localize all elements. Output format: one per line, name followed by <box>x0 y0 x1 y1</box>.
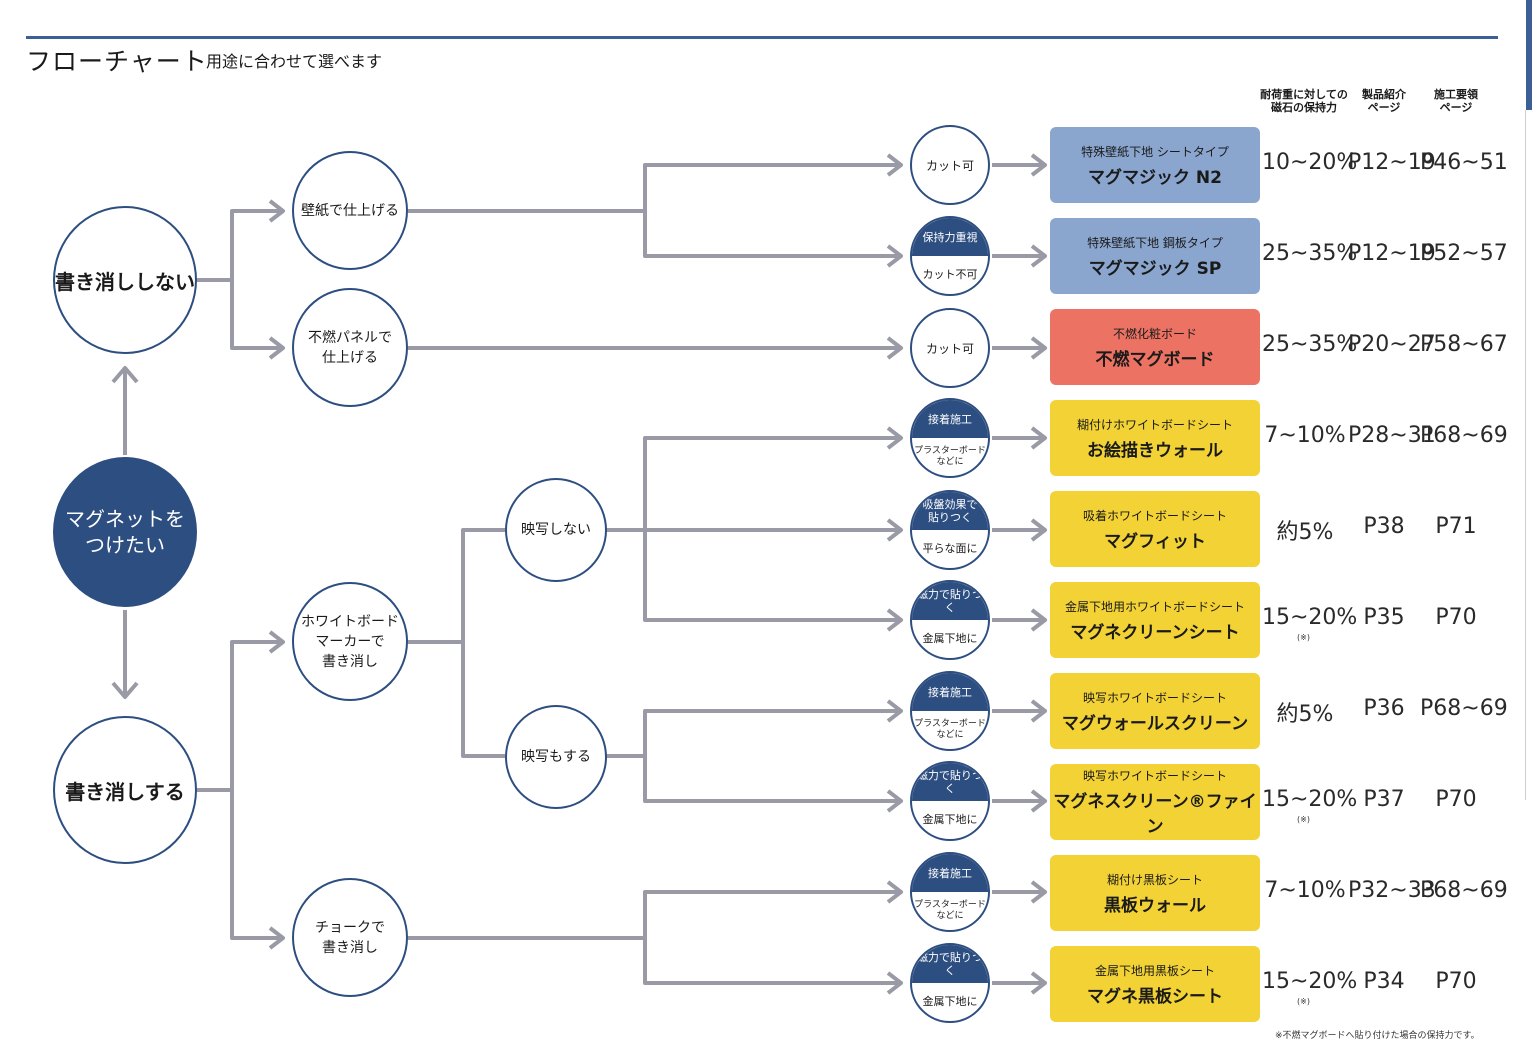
product-box: 吸着ホワイトボードシートマグフィット <box>1050 491 1260 567</box>
holding-value: 7~10% <box>1264 878 1346 903</box>
product-box: 映写ホワイトボードシートマグネスクリーン®ファイン <box>1050 764 1260 840</box>
holding-value: 15~20% <box>1262 787 1358 812</box>
product-box: 映写ホワイトボードシートマグウォールスクリーン <box>1050 673 1260 749</box>
product-page-value: P20~27 <box>1348 332 1436 357</box>
holding-value: 15~20% <box>1262 969 1358 994</box>
condition-adhesive: 接着施工プラスターボード などに <box>910 398 990 478</box>
node-no-projection: 映写しない <box>505 478 607 582</box>
condition-adhesive: 接着施工プラスターボード などに <box>910 671 990 751</box>
product-page-value: P32~33 <box>1348 878 1436 903</box>
holding-note: (※) <box>1297 815 1310 824</box>
product-page-value: P34 <box>1363 969 1405 994</box>
header-rule <box>26 36 1498 39</box>
product-box: 不燃化粧ボード不燃マグボード <box>1050 309 1260 385</box>
node-panel: 不燃パネルで 仕上げる <box>292 288 408 407</box>
holding-value: 約5% <box>1276 702 1334 727</box>
condition-magnetic: 磁力で貼りつく金属下地に <box>910 943 990 1023</box>
condition-suction: 吸盤効果で 貼りつく平らな面に <box>910 490 990 570</box>
condition-hold-no-cut: 保持力重視カット不可 <box>910 216 990 296</box>
condition-magnetic: 磁力で貼りつく金属下地に <box>910 761 990 841</box>
product-page-value: P37 <box>1363 787 1405 812</box>
holding-note: (※) <box>1297 633 1310 642</box>
holding-value: 15~20% <box>1262 605 1358 630</box>
product-box: 金属下地用ホワイトボードシートマグネクリーンシート <box>1050 582 1260 658</box>
page-title: フローチャート <box>26 47 208 76</box>
install-page-value: P71 <box>1435 514 1477 539</box>
install-page-value: P68~69 <box>1420 423 1508 448</box>
condition-adhesive: 接着施工プラスターボード などに <box>910 852 990 932</box>
holding-note: (※) <box>1297 997 1310 1006</box>
product-page-value: P12~19 <box>1348 241 1436 266</box>
product-box: 特殊壁紙下地 シートタイプマグマジック N2 <box>1050 127 1260 203</box>
holding-value: 約5% <box>1276 520 1334 545</box>
node-no-erase: 書き消ししない <box>53 206 197 354</box>
install-page-value: P70 <box>1435 969 1477 994</box>
product-box: 糊付けホワイトボードシートお絵描きウォール <box>1050 400 1260 476</box>
node-start: マグネットを つけたい <box>53 457 197 607</box>
holding-value: 25~35% <box>1262 241 1358 266</box>
condition-magnetic: 磁力で貼りつく金属下地に <box>910 580 990 660</box>
install-page-value: P68~69 <box>1420 878 1508 903</box>
install-page-value: P70 <box>1435 605 1477 630</box>
product-box: 金属下地用黒板シートマグネ黒板シート <box>1050 946 1260 1022</box>
product-box: 糊付け黒板シート黒板ウォール <box>1050 855 1260 931</box>
holding-value: 10~20% <box>1262 150 1358 175</box>
node-erase: 書き消しする <box>53 716 197 864</box>
page-subtitle: 用途に合わせて選べます <box>206 52 383 71</box>
install-page-value: P52~57 <box>1420 241 1508 266</box>
condition-cut-ok: カット可 <box>910 125 990 205</box>
node-chalk: チョークで 書き消し <box>292 878 408 997</box>
holding-value: 25~35% <box>1262 332 1358 357</box>
product-page-value: P35 <box>1363 605 1405 630</box>
edge-tab <box>1526 0 1532 110</box>
column-header-product-page: 製品紹介 ページ <box>1362 88 1406 114</box>
column-header-install-page: 施工要領 ページ <box>1434 88 1478 114</box>
product-page-value: P28~31 <box>1348 423 1436 448</box>
install-page-value: P70 <box>1435 787 1477 812</box>
install-page-value: P46~51 <box>1420 150 1508 175</box>
install-page-value: P58~67 <box>1420 332 1508 357</box>
node-wallpaper: 壁紙で仕上げる <box>292 151 408 270</box>
condition-cut-ok: カット可 <box>910 308 990 388</box>
install-page-value: P68~69 <box>1420 696 1508 721</box>
node-projection: 映写もする <box>505 705 607 809</box>
footnote: ※不燃マグボードへ貼り付けた場合の保持力です。 <box>1275 1031 1480 1041</box>
column-header-holding: 耐荷重に対しての 磁石の保持力 <box>1260 88 1348 114</box>
holding-value: 7~10% <box>1264 423 1346 448</box>
edge-divider <box>1525 110 1526 800</box>
product-page-value: P36 <box>1363 696 1405 721</box>
product-box: 特殊壁紙下地 鋼板タイプマグマジック SP <box>1050 218 1260 294</box>
node-whiteboard: ホワイトボード マーカーで 書き消し <box>292 582 408 701</box>
product-page-value: P12~19 <box>1348 150 1436 175</box>
product-page-value: P38 <box>1363 514 1405 539</box>
